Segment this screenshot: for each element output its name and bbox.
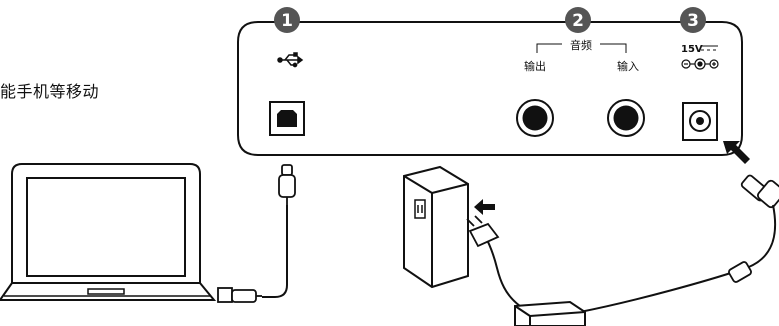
usb-b-port (269, 101, 305, 136)
device-rear-panel (237, 21, 743, 156)
ac-plug (466, 215, 500, 248)
usb-a-plug (217, 287, 262, 303)
ac-cable (484, 235, 521, 307)
audio-output-jack (516, 99, 554, 137)
output-label: 输出 (524, 59, 546, 73)
outlet-arrow-icon (474, 199, 495, 215)
audio-bracket (536, 43, 627, 53)
dc-plug (740, 174, 779, 209)
badge-3: 3 (680, 7, 706, 33)
power-voltage-label: 15V (681, 44, 703, 55)
dc-power-port (682, 102, 718, 141)
wall-outlet (403, 165, 469, 289)
cable-ferrite (728, 261, 752, 283)
dc-symbol-icon (701, 45, 718, 51)
badge-2: 2 (565, 7, 591, 33)
usb-b-plug (278, 164, 296, 205)
black-arrow-icon (723, 141, 750, 164)
dc-polarity-icon (681, 58, 719, 70)
svg-text:3: 3 (687, 11, 699, 31)
power-adapter (514, 300, 586, 326)
laptop (0, 163, 217, 301)
audio-input-jack (607, 99, 645, 137)
usb-symbol-icon (277, 52, 304, 68)
svg-text:1: 1 (281, 11, 293, 31)
usb-cable (262, 205, 288, 298)
dc-cable (579, 204, 777, 313)
badge-1: 1 (274, 7, 300, 33)
svg-text:2: 2 (572, 11, 584, 31)
intro-text-fragment: 能手机等移动 (0, 82, 100, 101)
audio-label: 音频 (570, 38, 592, 52)
input-label: 输入 (617, 59, 639, 73)
